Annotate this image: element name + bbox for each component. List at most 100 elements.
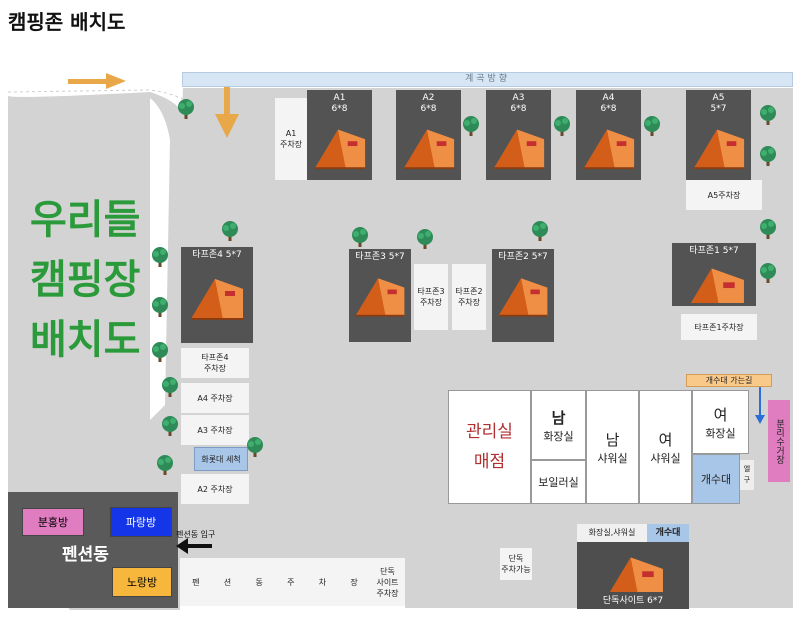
tarp-zone-2-site[interactable]: 타프존2 5*7 (492, 249, 554, 342)
women-toilet-head: 여 (713, 405, 728, 424)
men-toilet-label: 화장실 (543, 429, 574, 443)
a1-parking: A1 주차장 (275, 98, 307, 180)
a2-parking: A2 주차장 (181, 474, 249, 504)
women-toilet[interactable]: 여 화장실 (692, 390, 749, 454)
women-shower-label: 샤워실 (650, 451, 681, 465)
tent-icon (492, 128, 545, 170)
pension-entrance-arrow (176, 538, 212, 554)
tree-icon (532, 221, 548, 241)
single-site-facility-header: 화장실,샤워실 (577, 524, 647, 542)
fire-pit-wash-box: 화롯대 세척 (194, 447, 248, 471)
tarp-zone-3-parking: 타프존3 주차장 (414, 264, 448, 330)
a1-parking-label: A1 주차장 (279, 129, 303, 149)
a4-parking: A4 주차장 (181, 383, 249, 413)
sink-area[interactable]: 개수대 (692, 454, 740, 504)
a3-parking: A3 주차장 (181, 415, 249, 445)
tree-icon (162, 416, 178, 436)
creek-direction-bar: 계곡방향 (182, 72, 793, 87)
down-arrow (215, 85, 239, 138)
boiler-room: 보일러실 (531, 460, 586, 504)
tree-icon (162, 377, 178, 397)
tent-icon (313, 128, 366, 170)
tree-icon (644, 116, 660, 136)
site-name: A4 (602, 93, 615, 103)
big-label-line-2: 캠핑장 (30, 257, 141, 303)
women-shower-head: 여 (658, 430, 673, 449)
tree-icon (554, 116, 570, 136)
tree-icon (247, 437, 263, 457)
pension-parking-char: 션 (223, 577, 232, 587)
tree-icon (760, 219, 776, 239)
tarp-zone-2-parking: 타프존2 주차장 (452, 264, 486, 330)
tree-icon (222, 221, 238, 241)
blue-room[interactable]: 파랑방 (110, 507, 172, 537)
tree-icon (352, 227, 368, 247)
tarp-zone-4-label: 타프존4 5*7 (192, 250, 242, 260)
single-site-parking: 단독 사이트 주차장 (370, 558, 405, 606)
tent-icon (582, 128, 635, 170)
women-shower[interactable]: 여 샤워실 (639, 390, 692, 504)
men-shower-head: 남 (605, 430, 620, 449)
pension-entrance-label: 펜션동 입구 (176, 530, 216, 539)
site-size: 5*7 (710, 104, 727, 114)
site-size: 6*8 (331, 104, 348, 114)
site-size: 6*8 (420, 104, 437, 114)
a5-parking: A5주차장 (686, 180, 762, 210)
single-site-sink-header: 개수대 (647, 524, 689, 542)
tarp-zone-4-parking: 타프존4 주차장 (181, 348, 249, 378)
site-name: A1 (333, 93, 346, 103)
tarp-zone-1-parking: 타프존1주차장 (681, 314, 757, 340)
single-parking-label: 단독 주차가능 (501, 554, 531, 574)
tarp-zone-1-label: 타프존1 5*7 (689, 246, 739, 256)
pink-room[interactable]: 분홍방 (22, 508, 84, 536)
site-size: 6*8 (600, 104, 617, 114)
recycling-station-label: 분리수거장 (774, 418, 784, 464)
pension-parking-char: 주 (287, 577, 295, 587)
tarp-zone-3-parking-label: 타프존3 주차장 (417, 287, 445, 307)
men-toilet-head: 남 (551, 408, 566, 427)
men-toilet[interactable]: 남 화장실 (531, 390, 586, 460)
tarp-zone-2-parking-label: 타프존2 주차장 (455, 287, 483, 307)
sink-direction-sign: 개수대 가는길 (686, 374, 772, 387)
tarp-zone-3-site[interactable]: 타프존3 5*7 (349, 249, 411, 342)
pension-parking-char: 펜 (192, 577, 200, 587)
tarp-zone-3-label: 타프존3 5*7 (355, 252, 405, 262)
tree-icon (152, 297, 168, 317)
tarp-zone-2-label: 타프존2 5*7 (498, 252, 548, 262)
exit-label-text: 엘 구 (743, 465, 751, 484)
tent-icon (692, 128, 745, 170)
tent-icon (402, 128, 455, 170)
single-site[interactable]: 화장실,샤워실 개수대 단독사이트 6*7 (577, 524, 689, 609)
tent-icon (190, 278, 244, 320)
tent-icon (682, 267, 746, 303)
tree-icon (152, 247, 168, 267)
pension-label: 펜션동 (62, 545, 109, 565)
tent-icon (497, 277, 549, 317)
big-label-line-1: 우리들 (30, 197, 141, 243)
tarp-zone-1-site[interactable]: 타프존1 5*7 (672, 243, 756, 306)
exit-label: 엘 구 (740, 460, 754, 490)
pension-parking-char: 장 (350, 577, 358, 587)
tree-icon (417, 229, 433, 249)
store-label: 매점 (473, 452, 506, 472)
pension-parking-char: 차 (318, 577, 327, 587)
entrance-arrow (68, 73, 126, 89)
yellow-room[interactable]: 노랑방 (112, 567, 172, 597)
tree-icon (760, 105, 776, 125)
single-site-label: 단독사이트 6*7 (602, 596, 664, 606)
site-name: A2 (422, 93, 435, 103)
pension-parking-char: 동 (255, 577, 263, 587)
tree-icon (157, 455, 173, 475)
office-store[interactable]: 관리실 매점 (448, 390, 531, 504)
tarp-zone-4-site[interactable]: 타프존4 5*7 (181, 247, 253, 343)
site-name: A5 (712, 93, 725, 103)
big-label-line-3: 배치도 (30, 317, 141, 363)
tree-icon (178, 99, 194, 119)
office-label: 관리실 (466, 422, 513, 442)
men-shower[interactable]: 남 샤워실 (586, 390, 639, 504)
